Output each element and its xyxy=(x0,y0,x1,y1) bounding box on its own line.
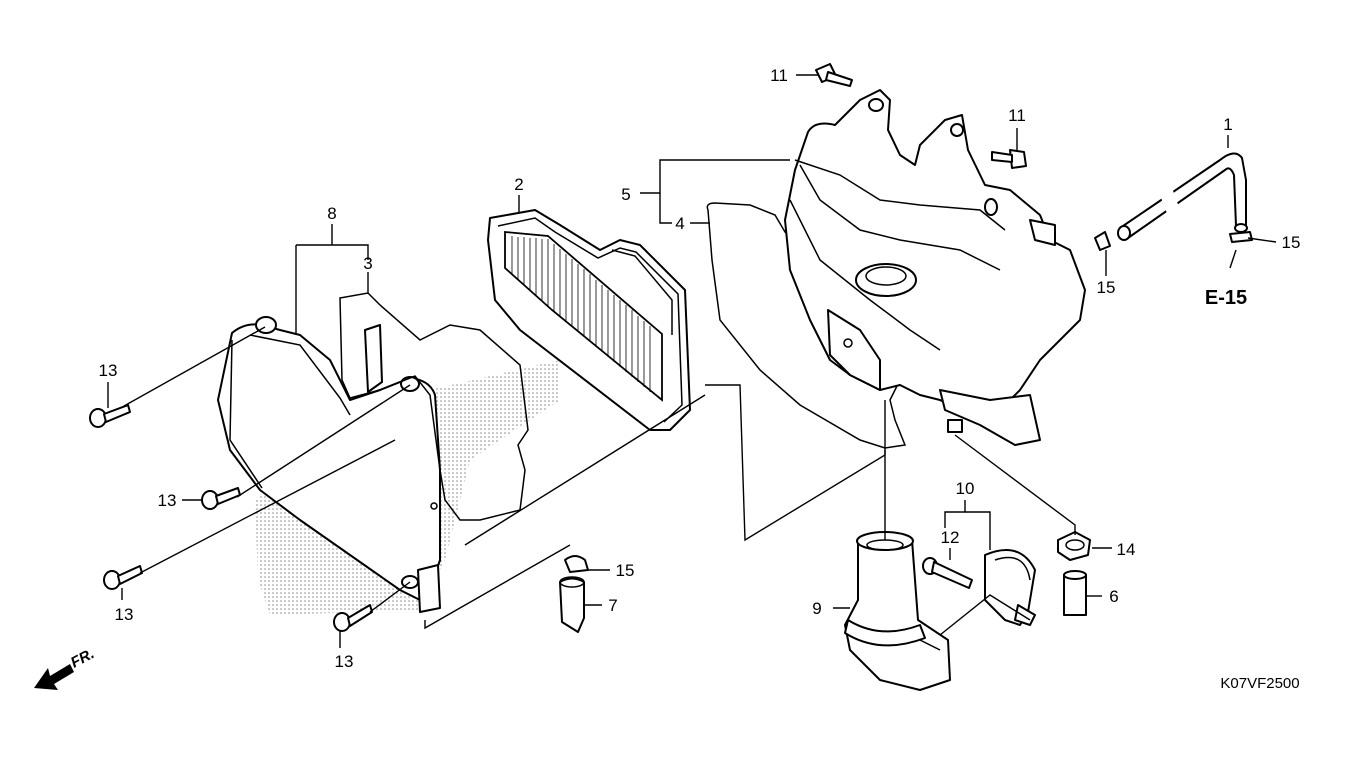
callout-15-plug: 15 xyxy=(616,561,635,580)
callout-3: 3 xyxy=(363,254,372,273)
screw-13-b xyxy=(201,487,241,510)
callout-2: 2 xyxy=(514,175,523,194)
callout-15-case: 15 xyxy=(1097,278,1116,297)
clamp-14 xyxy=(1057,531,1091,561)
bolt-11-upper xyxy=(815,63,853,87)
leader-lines xyxy=(107,74,1277,648)
section-reference: E-15 xyxy=(1205,287,1247,309)
air-cleaner-case xyxy=(784,89,1086,446)
callout-13-a: 13 xyxy=(99,361,118,380)
screw-12 xyxy=(922,557,973,589)
callout-13-c: 13 xyxy=(115,605,134,624)
callout-11-right: 11 xyxy=(1008,106,1026,125)
drain-tube xyxy=(1117,152,1248,241)
drain-plug-7 xyxy=(559,576,585,633)
callout-4: 4 xyxy=(675,214,684,233)
bolt-11-right xyxy=(991,149,1027,169)
callout-11-upper: 11 xyxy=(770,66,788,85)
clip-15-tube-b xyxy=(1229,231,1253,243)
front-direction-arrow-icon xyxy=(34,664,74,690)
callout-5: 5 xyxy=(621,185,630,204)
callout-12: 12 xyxy=(941,528,960,547)
callout-7: 7 xyxy=(608,596,617,615)
callout-14: 14 xyxy=(1117,540,1136,559)
clip-15-plug xyxy=(564,555,589,573)
diagram-code: K07VF2500 xyxy=(1220,675,1299,692)
connecting-tube xyxy=(844,531,951,691)
callout-1: 1 xyxy=(1223,115,1232,134)
screw-13-a xyxy=(89,404,131,428)
air-filter-element xyxy=(487,209,691,431)
screw-13-d xyxy=(333,604,373,632)
callout-9: 9 xyxy=(812,599,821,618)
callout-13-d: 13 xyxy=(335,652,354,671)
drain-plug-6 xyxy=(1063,570,1087,616)
screw-13-c xyxy=(103,565,143,590)
tube-band xyxy=(984,549,1036,626)
clip-15-tube-a xyxy=(1094,231,1111,251)
front-direction-label: FR. xyxy=(68,645,97,671)
callout-6: 6 xyxy=(1109,587,1118,606)
callout-8: 8 xyxy=(327,204,336,223)
callout-15-tube: 15 xyxy=(1282,233,1301,252)
callout-10: 10 xyxy=(956,479,975,498)
callout-13-b: 13 xyxy=(158,491,177,510)
